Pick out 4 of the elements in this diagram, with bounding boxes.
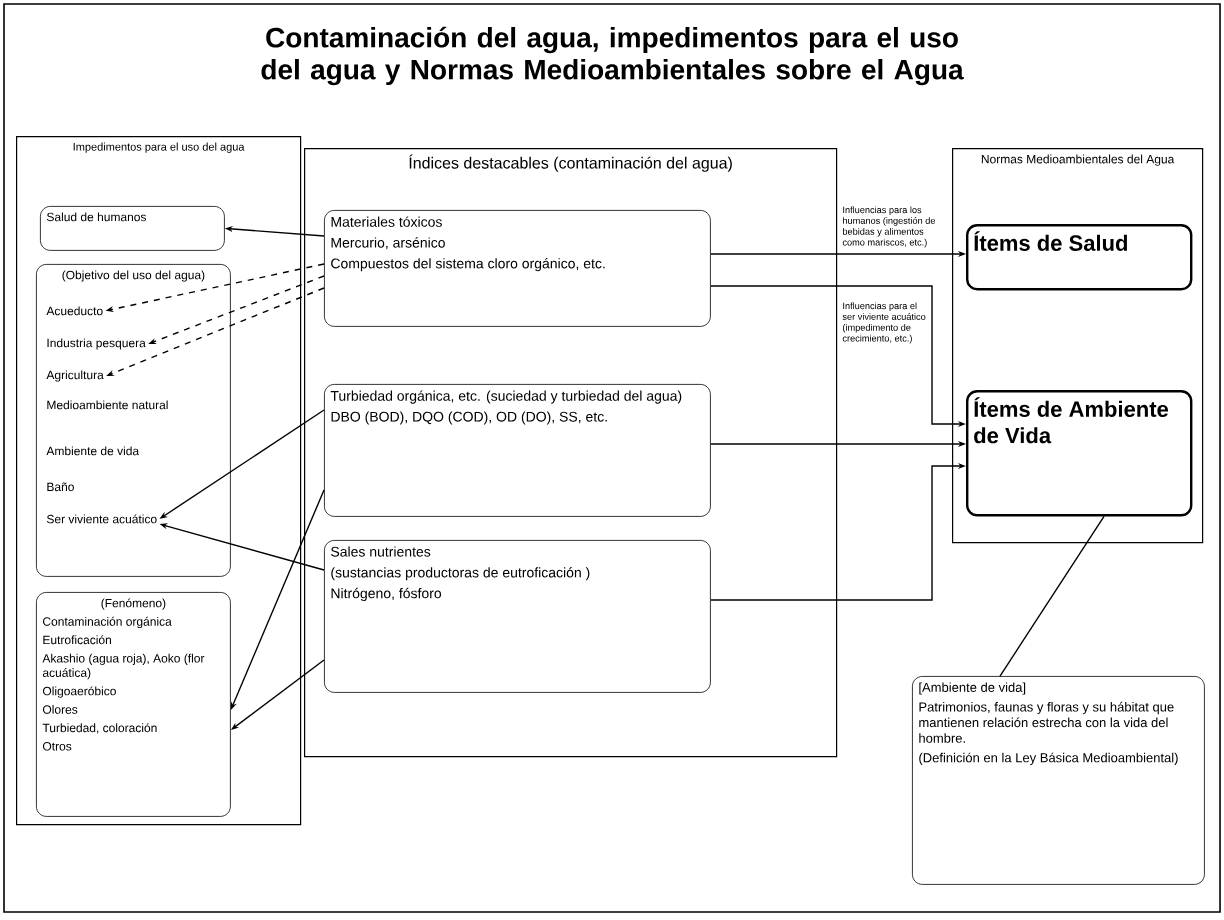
callout-tail <box>999 515 1105 677</box>
title: Contaminación del agua, impedimentos para el uso del agua y Normas Medioambientales sobre el Agua <box>261 26 964 86</box>
standard-box: Ítems de Salud <box>966 224 1193 291</box>
standard-box: Ítems de Ambiente de Vida <box>966 390 1193 517</box>
